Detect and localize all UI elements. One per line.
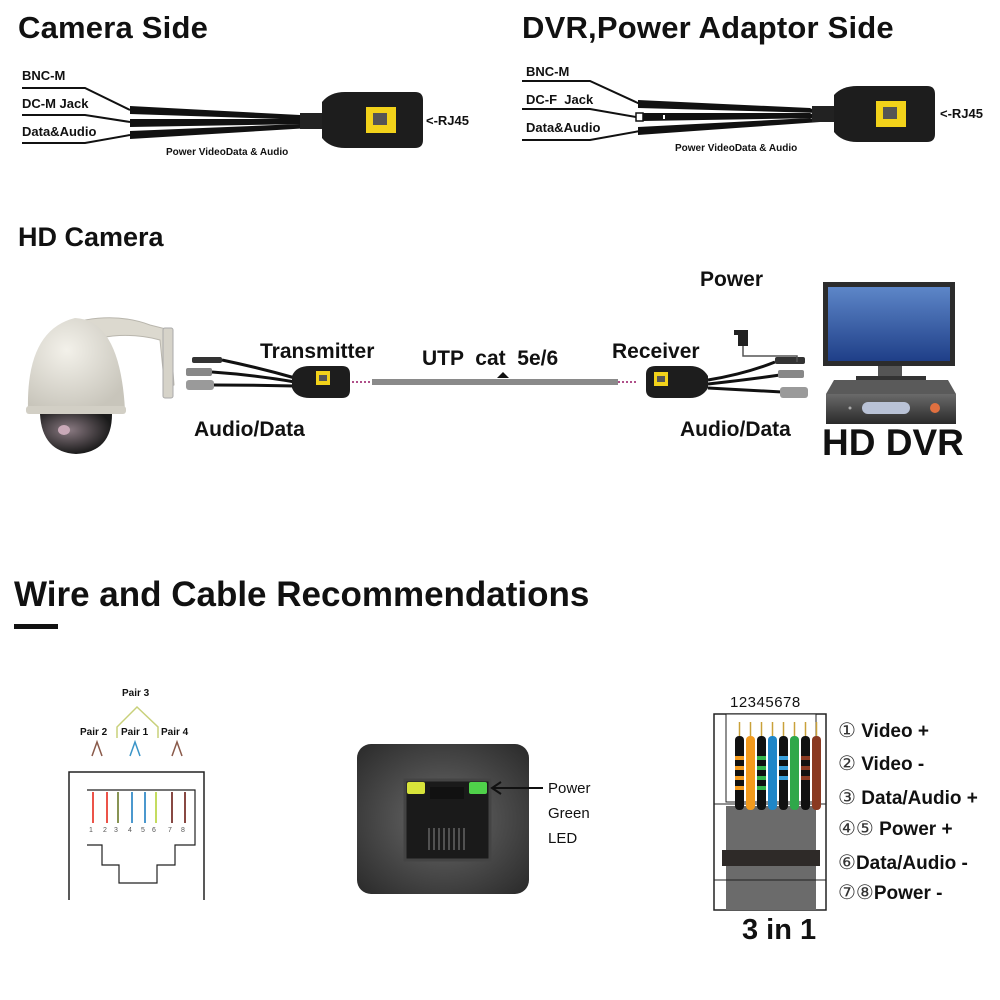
hd-dvr-label: HD DVR xyxy=(822,422,964,463)
pin-assignment-video-minus: ② Video - xyxy=(838,753,925,775)
rj45-jack-pinout-drawing xyxy=(68,705,205,900)
transmission-chain-drawing xyxy=(186,330,808,398)
receiver-label: Receiver xyxy=(612,340,700,363)
dvr-side-title: DVR,Power Adaptor Side xyxy=(522,10,894,45)
camera-side-title: Camera Side xyxy=(18,10,209,45)
wire-recommendations-title: Wire and Cable Recommendations xyxy=(14,575,590,614)
pair-2-label: Pair 2 xyxy=(80,727,108,738)
pair-1-label: Pair 1 xyxy=(121,727,149,738)
arrow-left-icon: <- xyxy=(426,113,438,128)
pin-assignment-data-audio-plus: ③ Data/Audio + xyxy=(838,787,978,809)
pin-assignment-power-plus: ④⑤ Power + xyxy=(838,818,953,840)
utp-cable-label: UTP cat 5e/6 xyxy=(422,347,559,370)
rj45-plug-pinout-drawing xyxy=(713,713,827,911)
dvr-bnc-m-label: BNC-M xyxy=(526,64,570,79)
pin-assignment-video-plus: ① Video + xyxy=(838,720,929,742)
dvr-data-audio-label: Data&Audio xyxy=(526,120,601,135)
dome-camera-icon xyxy=(26,317,175,454)
camera-side-splitter-drawing xyxy=(22,87,423,148)
pair-3-label: Pair 3 xyxy=(122,688,150,699)
power-green-led-label: Power Green LED xyxy=(548,780,591,847)
camera-rj45-label: <-RJ45 xyxy=(426,113,469,128)
power-label: Power xyxy=(700,268,764,291)
title-underline xyxy=(14,624,58,629)
arrow-left-icon: <- xyxy=(940,106,952,121)
dvr-side-splitter-drawing xyxy=(522,80,935,142)
plug-pin-numbers: 12345678 xyxy=(730,694,801,711)
transmitter-label: Transmitter xyxy=(260,340,375,363)
audio-data-right-label: Audio/Data xyxy=(680,418,791,441)
camera-bnc-m-label: BNC-M xyxy=(22,68,66,83)
pin-assignment-data-audio-minus: ⑥Data/Audio - xyxy=(838,852,968,874)
pair-4-label: Pair 4 xyxy=(161,727,189,738)
camera-dc-m-jack-label: DC-M Jack xyxy=(22,96,89,111)
three-in-one-caption: 3 in 1 xyxy=(742,914,817,946)
pin-assignment-power-minus: ⑦⑧Power - xyxy=(838,882,943,904)
dvr-side-caption: Power VideoData & Audio xyxy=(675,143,798,154)
camera-data-audio-label: Data&Audio xyxy=(22,124,97,139)
audio-data-left-label: Audio/Data xyxy=(194,418,305,441)
dvr-rj45-label: <-RJ45 xyxy=(940,106,983,121)
rj45-port-led-photo xyxy=(357,744,543,894)
camera-side-caption: Power VideoData & Audio xyxy=(166,147,289,158)
hd-camera-title: HD Camera xyxy=(18,222,164,252)
dvr-dc-f-jack-label: DC-F Jack xyxy=(526,92,594,107)
dvr-monitor-icon xyxy=(823,282,956,424)
